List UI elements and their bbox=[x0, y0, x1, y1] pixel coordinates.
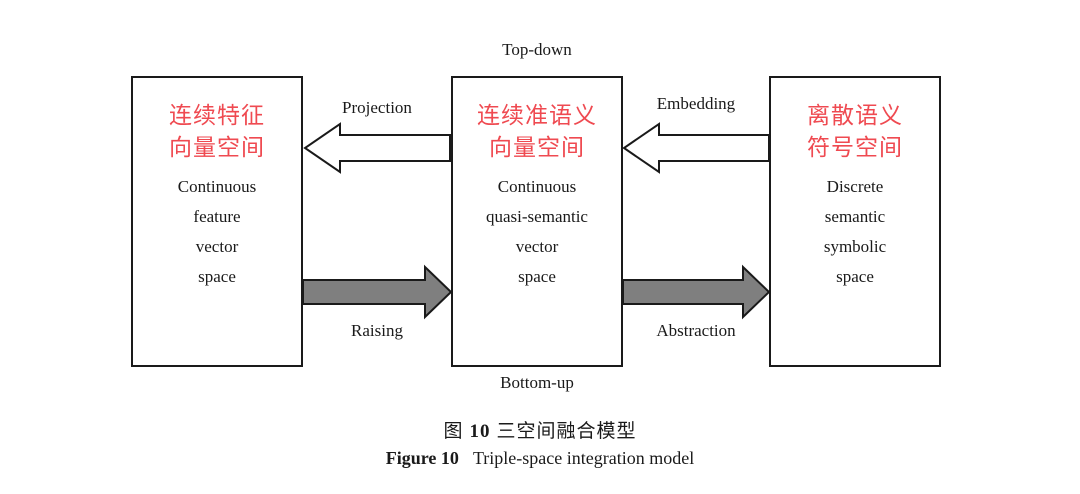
caption-zh-number: 10 bbox=[469, 421, 491, 442]
box-zh-line: 连续特征 bbox=[169, 103, 265, 129]
box-zh-line: 向量空间 bbox=[489, 135, 585, 161]
projection-arrow bbox=[303, 122, 451, 174]
caption-zh-title: 三空间融合模型 bbox=[496, 420, 637, 442]
box-en-line: space bbox=[198, 267, 236, 286]
caption-zh-prefix: 图 bbox=[443, 420, 464, 442]
discrete-semantic-space-box: 离散语义 符号空间 Discrete semantic symbolic spa… bbox=[769, 76, 941, 367]
top-down-label: Top-down bbox=[502, 40, 572, 59]
box-en-line: Continuous bbox=[177, 177, 257, 196]
box-zh-line: 连续准语义 bbox=[477, 103, 597, 129]
caption-en-figure: Figure 10 bbox=[385, 448, 459, 468]
raising-label: Raising bbox=[351, 321, 403, 340]
embedding-label: Embedding bbox=[656, 94, 736, 113]
raising-arrow bbox=[302, 264, 453, 320]
box-en-line: symbolic bbox=[823, 237, 887, 256]
box-zh-line: 符号空间 bbox=[807, 135, 903, 161]
continuous-quasi-semantic-space-box: 连续准语义 向量空间 Continuous quasi-semantic vec… bbox=[451, 76, 623, 367]
continuous-feature-space-box: 连续特征 向量空间 Continuous feature vector spac… bbox=[131, 76, 303, 367]
embedding-arrow bbox=[622, 122, 770, 174]
box-zh-title: 离散语义 符号空间 bbox=[771, 100, 939, 164]
box-en-text: Continuous feature vector space bbox=[133, 172, 301, 292]
box-en-text: Discrete semantic symbolic space bbox=[771, 172, 939, 292]
box-en-line: vector bbox=[195, 237, 239, 256]
box-zh-title: 连续特征 向量空间 bbox=[133, 100, 301, 164]
box-en-line: vector bbox=[515, 237, 559, 256]
box-en-text: Continuous quasi-semantic vector space bbox=[453, 172, 621, 292]
bottom-up-label: Bottom-up bbox=[500, 373, 574, 392]
box-en-line: space bbox=[518, 267, 556, 286]
box-en-line: quasi-semantic bbox=[486, 207, 588, 226]
caption-en-title: Triple-space integration model bbox=[472, 448, 695, 468]
box-zh-title: 连续准语义 向量空间 bbox=[453, 100, 621, 164]
box-zh-line: 向量空间 bbox=[169, 135, 265, 161]
abstraction-arrow bbox=[622, 264, 771, 320]
abstraction-label: Abstraction bbox=[656, 321, 736, 340]
box-en-line: feature bbox=[193, 207, 241, 226]
caption-english: Figure 10 Triple-space integration model bbox=[0, 448, 1080, 469]
box-en-line: Discrete bbox=[826, 177, 884, 196]
box-en-line: space bbox=[836, 267, 874, 286]
box-zh-line: 离散语义 bbox=[807, 103, 903, 129]
projection-label: Projection bbox=[342, 98, 412, 117]
box-en-line: semantic bbox=[824, 207, 886, 226]
box-en-line: Continuous bbox=[497, 177, 577, 196]
